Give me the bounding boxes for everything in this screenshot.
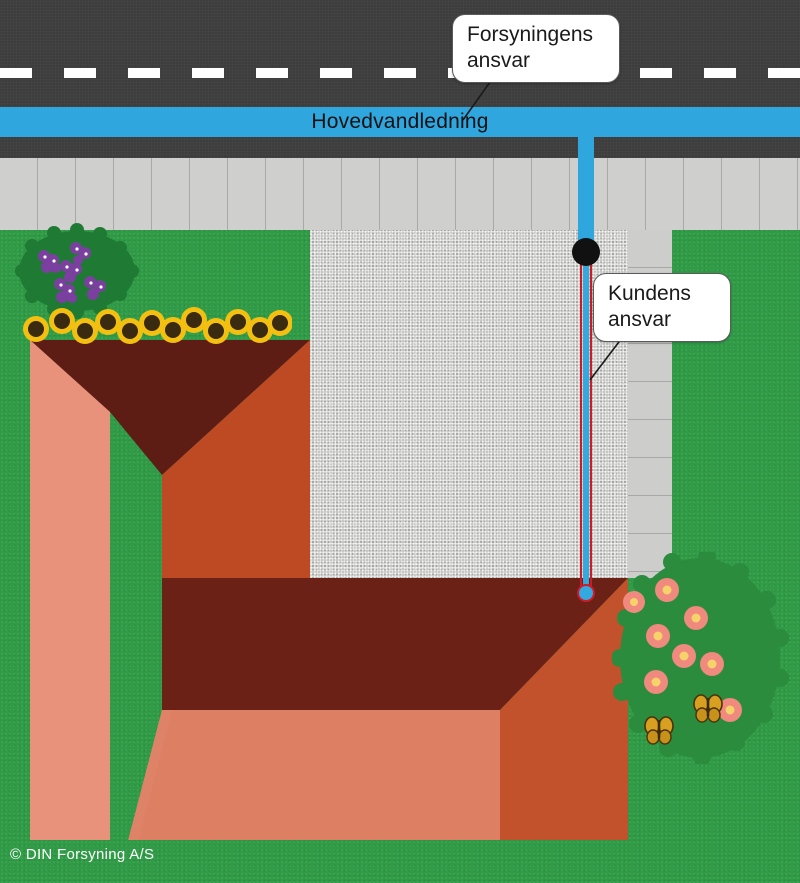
- main-water-pipe-label: Hovedvandledning: [311, 110, 489, 133]
- roof-slope-bottom-left: [30, 340, 110, 840]
- main-water-pipe: [0, 107, 800, 137]
- roof-hip-shadow-top: [30, 340, 310, 475]
- bush-body: [611, 548, 789, 766]
- roof-slope-bottom: [128, 710, 500, 840]
- sunflower-row: [22, 303, 293, 345]
- roof-slope-mid: [162, 340, 310, 578]
- service-pipe-outline-left: [580, 250, 582, 595]
- purple-flower-cluster: [38, 242, 106, 303]
- roof-ridge-highlight: [128, 710, 172, 840]
- pink-flower: [623, 578, 742, 722]
- copyright-notice: © DIN Forsyning A/S: [10, 846, 155, 863]
- service-pipe-outline-right: [590, 250, 592, 595]
- service-pipe-core: [583, 250, 589, 595]
- road-center-dashes: [0, 68, 800, 78]
- purple-flower-bush: [14, 222, 140, 325]
- roof-notch-shadow: [162, 578, 628, 710]
- driveway-gravel: [310, 230, 630, 578]
- callout-forsyningens-ansvar[interactable]: Forsyningens ansvar: [452, 14, 620, 84]
- connection-node-marker: [572, 238, 600, 266]
- service-pipe-supplier: [578, 122, 594, 256]
- pink-flower-bush: [611, 548, 794, 769]
- house-entry-node-marker: [577, 584, 595, 602]
- roof-slope-right: [500, 578, 628, 840]
- house-roof: [0, 330, 680, 840]
- callout-kundens-ansvar[interactable]: Kundens ansvar: [593, 273, 731, 343]
- sunflower: [23, 307, 293, 344]
- sidewalk-strip: [0, 158, 800, 230]
- sidewalk-tile-seams: [0, 158, 800, 230]
- butterfly: [644, 694, 723, 745]
- service-pipe-customer: [580, 250, 592, 595]
